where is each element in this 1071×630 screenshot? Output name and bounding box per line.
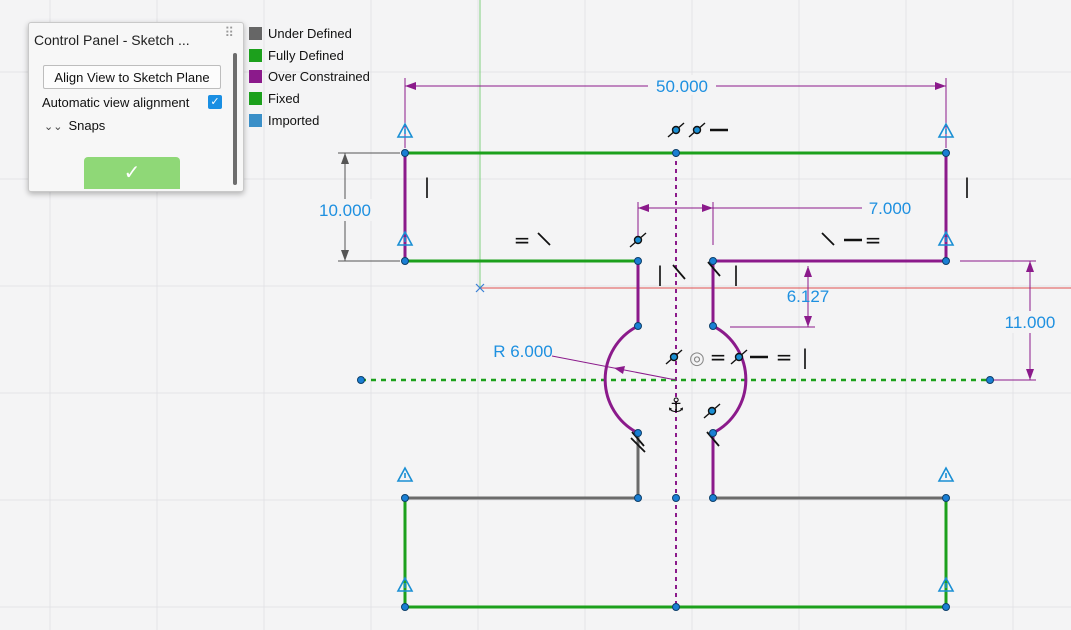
vertical-constraint-icon[interactable]: |: [733, 262, 740, 286]
fix-constraint-icon[interactable]: [396, 122, 955, 592]
align-view-button[interactable]: Align View to Sketch Plane: [43, 65, 221, 89]
legend-swatch: [249, 92, 262, 106]
legend-label: Fully Defined: [268, 47, 344, 63]
sketch-arc-left[interactable]: [603, 324, 639, 435]
auto-view-alignment-label: Automatic view alignment: [42, 95, 190, 110]
origin-marker[interactable]: [475, 283, 485, 293]
dimension-offset-right[interactable]: [637, 202, 862, 245]
dimension-label-bg: [648, 75, 716, 95]
legend-swatch: [249, 27, 262, 40]
dimension-height-right-label[interactable]: 11.000: [1005, 313, 1056, 332]
legend-label: Over Constrained: [268, 69, 370, 85]
equal-constraint-icon[interactable]: =: [865, 228, 882, 252]
equal-constraint-icon[interactable]: =: [710, 345, 727, 369]
dimension-label-bg: [997, 311, 1063, 333]
equal-constraint-icon[interactable]: =: [514, 228, 531, 252]
vertical-constraint-icon[interactable]: |: [657, 262, 664, 286]
legend-label: Under Defined: [268, 26, 352, 41]
dimension-offset-small[interactable]: [730, 266, 815, 328]
legend-swatch: [249, 113, 262, 127]
dimension-offset-small-label[interactable]: 6.127: [787, 287, 830, 306]
control-panel: Control Panel - Sketch ... ⠿ Align View …: [28, 22, 244, 192]
sketch-point[interactable]: [357, 149, 994, 611]
equal-constraint-icon[interactable]: =: [776, 345, 793, 369]
concentric-constraint-icon[interactable]: ◎: [689, 348, 705, 369]
legend-swatch: [249, 70, 262, 84]
legend-swatch: [249, 48, 262, 62]
dimension-offset-right-label[interactable]: 7.000: [869, 199, 912, 218]
control-panel-title: Control Panel - Sketch ...: [34, 32, 190, 48]
fix-anchor-icon[interactable]: ⚓: [667, 393, 685, 417]
auto-view-alignment-checkbox[interactable]: ✓: [208, 95, 222, 109]
dimension-radius[interactable]: [551, 355, 677, 381]
ok-button[interactable]: ✓: [84, 157, 180, 189]
dimension-height-top-bar-label[interactable]: 10.000: [319, 201, 371, 220]
vertical-constraint-icon[interactable]: |: [964, 174, 971, 198]
dimension-radius-label[interactable]: R 6.000: [493, 342, 553, 361]
vertical-constraint-icon[interactable]: |: [802, 345, 809, 369]
snaps-label: Snaps: [68, 118, 106, 133]
coincident-constraint-icon[interactable]: [629, 122, 748, 419]
vertical-constraint-icon[interactable]: |: [424, 174, 431, 198]
panel-scrollbar[interactable]: [233, 53, 237, 185]
legend-label: Fixed: [268, 91, 300, 107]
legend-label: Imported: [268, 112, 320, 128]
dimension-height-top-bar[interactable]: [338, 152, 400, 262]
dimension-label-bg: [312, 199, 378, 221]
snaps-toggle[interactable]: ⌄⌄ Snaps: [44, 118, 105, 133]
chevron-double-down-icon: ⌄⌄: [44, 121, 63, 133]
tangent-constraint-icon[interactable]: [537, 232, 835, 453]
horizontal-constraint-icon[interactable]: [710, 128, 862, 359]
dimension-width-top-label[interactable]: 50.000: [656, 77, 708, 96]
drag-handle-icon[interactable]: ⠿: [224, 25, 235, 40]
sketch-arc-right[interactable]: [712, 324, 748, 435]
